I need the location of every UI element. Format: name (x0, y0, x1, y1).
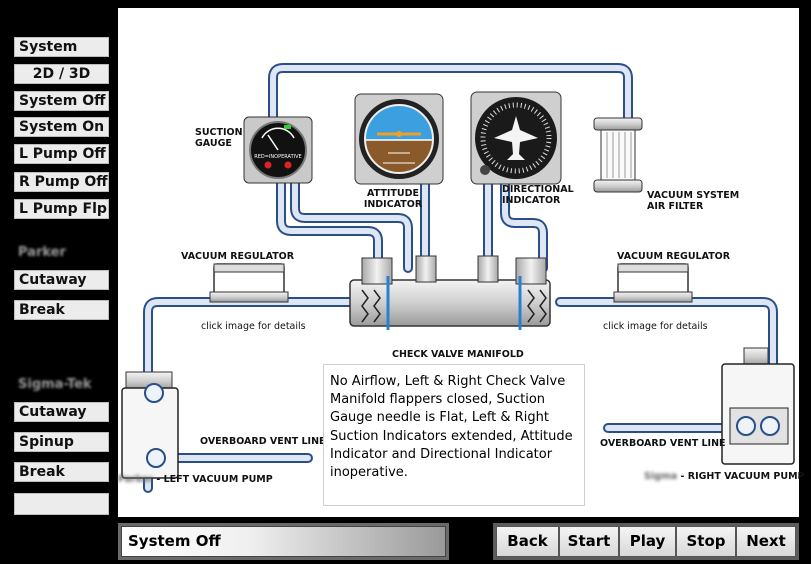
blank-button[interactable] (14, 493, 109, 515)
2d-3d-button[interactable]: 2D / 3D (14, 64, 109, 84)
next-button[interactable]: Next (736, 526, 796, 557)
left-click-hint: click image for details (201, 321, 306, 332)
playback-controls: Back Start Play Stop Next (493, 523, 799, 560)
l-pump-off-button[interactable]: L Pump Off (14, 144, 109, 164)
l-pump-flp-button[interactable]: L Pump Flp (14, 199, 109, 219)
manifold-label: CHECK VALVE MANIFOLD (392, 349, 524, 360)
parker-break-button[interactable]: Break (14, 300, 109, 320)
suction-gauge[interactable]: RED=INOPERATIVE (243, 116, 313, 184)
spinup-button[interactable]: Spinup (14, 432, 109, 452)
left-pump-label: Parker - LEFT VACUUM PUMP (118, 474, 273, 485)
left-vent-line-label: OVERBOARD VENT LINE (200, 436, 326, 447)
stop-button[interactable]: Stop (676, 526, 736, 557)
right-click-hint: click image for details (603, 321, 708, 332)
right-vacuum-regulator[interactable] (613, 263, 693, 303)
r-pump-off-button[interactable]: R Pump Off (14, 172, 109, 192)
check-valve-manifold[interactable] (349, 255, 551, 330)
directional-indicator[interactable] (470, 91, 562, 185)
status-text: System Off (121, 526, 446, 557)
diagram-graphics: RED=INOPERATIVE (121, 63, 795, 493)
gauge-legend-text: RED=INOPERATIVE (254, 154, 301, 160)
vacuum-air-filter[interactable] (593, 117, 643, 193)
status-panel: System Off (118, 523, 449, 560)
right-pump-label: Sigma - RIGHT VACUUM PUMP (644, 471, 805, 482)
sigma-break-button[interactable]: Break (14, 462, 109, 482)
parker-cutaway-button[interactable]: Cutaway (14, 270, 109, 290)
vacuum-system-diagram: RED=INOPERATIVE (118, 8, 804, 517)
right-regulator-label: VACUUM REGULATOR (617, 251, 731, 262)
system-button[interactable]: System (14, 37, 109, 57)
pipe-interiors (145, 65, 776, 491)
sigma-tek-section-label: Sigma-Tek (18, 377, 92, 392)
attitude-indicator-label: ATTITUDE INDICATOR (363, 188, 423, 210)
directional-indicator-label: DIRECTIONAL INDICATOR (502, 184, 574, 206)
left-vacuum-pump[interactable] (121, 371, 179, 479)
air-filter-label: VACUUM SYSTEM AIR FILTER (647, 190, 740, 212)
suction-gauge-label: SUCTION GAUGE (195, 127, 243, 149)
play-button[interactable]: Play (619, 526, 676, 557)
left-pump-brand: Parker (118, 474, 153, 485)
left-regulator-label: VACUUM REGULATOR (181, 251, 295, 262)
right-pump-brand: Sigma (644, 471, 678, 482)
system-on-button[interactable]: System On (14, 117, 109, 137)
info-description: No Airflow, Left & Right Check Valve Man… (323, 364, 585, 506)
attitude-indicator[interactable] (354, 93, 448, 185)
sigma-cutaway-button[interactable]: Cutaway (14, 402, 109, 422)
parker-section-label: Parker (18, 245, 66, 260)
right-vent-line-label: OVERBOARD VENT LINE (600, 438, 726, 449)
system-off-button[interactable]: System Off (14, 91, 109, 111)
right-vacuum-pump[interactable] (721, 347, 795, 465)
left-vacuum-regulator[interactable] (209, 263, 289, 303)
start-button[interactable]: Start (559, 526, 619, 557)
back-button[interactable]: Back (496, 526, 559, 557)
